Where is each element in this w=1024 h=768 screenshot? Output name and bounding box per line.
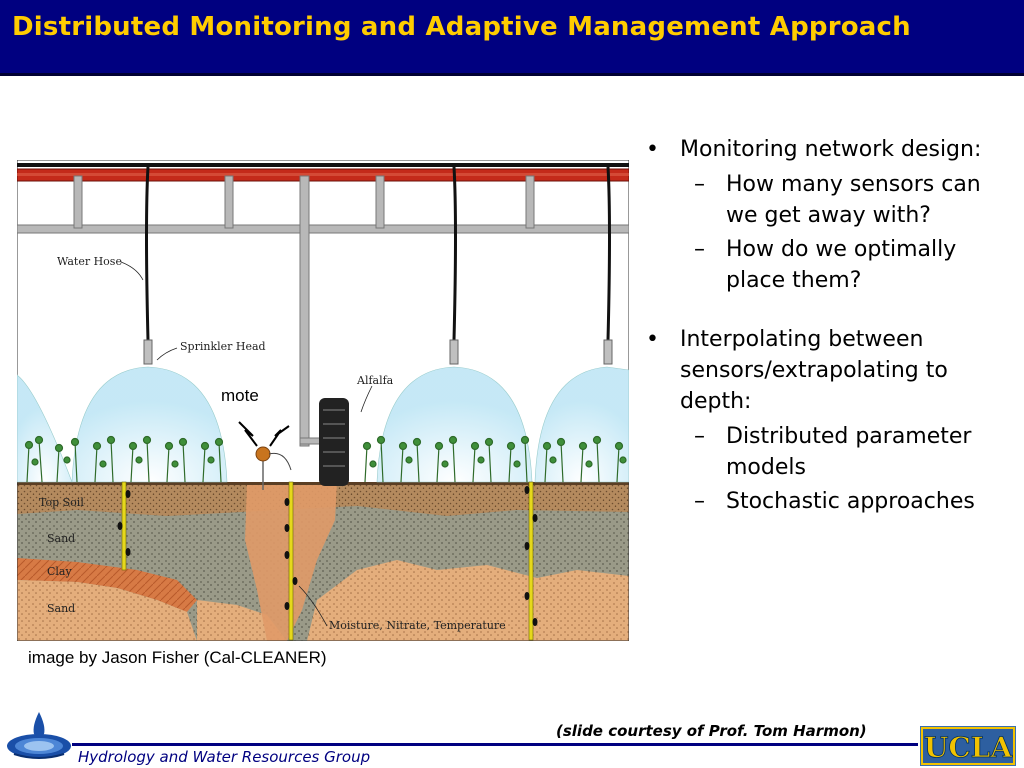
alfalfa-plants xyxy=(24,435,627,483)
footer-group-name: Hydrology and Water Resources Group xyxy=(78,748,371,766)
lateral-bar xyxy=(17,224,629,234)
label-alfalfa: Alfalfa xyxy=(356,374,394,387)
label-water-hose: Water Hose xyxy=(57,255,122,268)
figure-caption: image by Jason Fisher (Cal-CLEANER) xyxy=(28,648,327,667)
water-drop-logo-icon xyxy=(7,712,71,759)
sub-bullet-item: –How do we optimally place them? xyxy=(694,237,957,293)
spray-dome xyxy=(376,366,533,483)
sub-bullet-text: How many sensors can we get away with? xyxy=(726,172,981,228)
sub-bullet-text: How do we optimally place them? xyxy=(726,237,957,293)
ucla-logo-icon: UCLA xyxy=(920,726,1016,766)
spray-dome xyxy=(71,366,228,483)
tower-wheel xyxy=(319,398,349,486)
sub-bullet-text: Stochastic approaches xyxy=(726,489,975,514)
bullet-text: Monitoring network design: xyxy=(680,137,982,162)
sensor-probe xyxy=(284,481,298,641)
sub-bullet-text: Distributed parameter models xyxy=(726,424,972,480)
label-mote: mote xyxy=(221,386,259,405)
spray-dome xyxy=(534,366,629,483)
mote-sensor xyxy=(255,446,271,462)
label-sand: Sand xyxy=(47,532,75,545)
signal-bolt-icon xyxy=(238,421,258,447)
courtesy-note: (slide courtesy of Prof. Tom Harmon) xyxy=(556,722,867,740)
label-clay: Clay xyxy=(47,565,72,578)
soil-lower-sand-layer xyxy=(17,580,197,641)
sensor-probe xyxy=(524,481,538,641)
footer-divider xyxy=(72,743,918,746)
label-top-soil: Top Soil xyxy=(39,496,84,509)
center-tower xyxy=(299,175,310,447)
bullet-text: Interpolating between sensors/extrapolat… xyxy=(680,327,948,414)
sprinkler-head xyxy=(603,339,613,365)
slide-title: Distributed Monitoring and Adaptive Mana… xyxy=(12,12,911,42)
ucla-logo-text: UCLA xyxy=(924,731,1013,764)
sub-bullet-item: –Stochastic approaches xyxy=(694,489,975,514)
bullet-list: •Monitoring network design: –How many se… xyxy=(646,134,1008,517)
sprinkler-head xyxy=(143,339,153,365)
label-sand-lower: Sand xyxy=(47,602,75,615)
sub-bullet-item: –How many sensors can we get away with? xyxy=(694,172,981,228)
drop-hoses xyxy=(145,166,611,341)
signal-bolt-icon xyxy=(269,425,290,447)
irrigation-diagram: Water Hose Sprinkler Head Alfalfa mote T… xyxy=(17,160,629,641)
title-bar: Distributed Monitoring and Adaptive Mana… xyxy=(0,0,1024,76)
bullet-item: •Interpolating between sensors/extrapola… xyxy=(646,327,948,414)
bullet-item: •Monitoring network design: xyxy=(646,137,982,162)
sprinkler-head xyxy=(449,339,459,365)
overhead-hose xyxy=(17,163,629,167)
label-sprinkler-head: Sprinkler Head xyxy=(180,340,266,353)
label-sensors: Moisture, Nitrate, Temperature xyxy=(329,619,506,632)
sub-bullet-item: –Distributed parameter models xyxy=(694,424,972,480)
sensor-probe xyxy=(117,481,131,571)
